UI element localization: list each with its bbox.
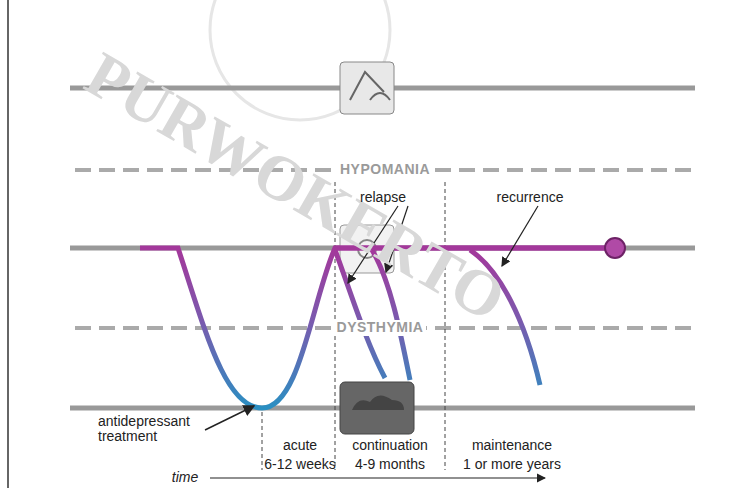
phase-duration: 1 or more years bbox=[463, 457, 561, 472]
axis-label: time bbox=[172, 470, 198, 485]
phase-duration: 6-12 weeks bbox=[264, 457, 336, 472]
annotation: relapse bbox=[360, 190, 406, 205]
watermark: PURWOKERTO bbox=[74, 39, 517, 335]
phase-duration: 4-9 months bbox=[355, 457, 425, 472]
phase-name: continuation bbox=[352, 438, 428, 453]
annotation: antidepressant treatment bbox=[98, 414, 208, 445]
phase-name: acute bbox=[283, 438, 317, 453]
annotation: recurrence bbox=[497, 190, 564, 205]
level-name: DYSTHYMIA bbox=[334, 320, 427, 335]
phase-name: maintenance bbox=[472, 438, 552, 453]
level-name: HYPOMANIA bbox=[337, 162, 433, 177]
